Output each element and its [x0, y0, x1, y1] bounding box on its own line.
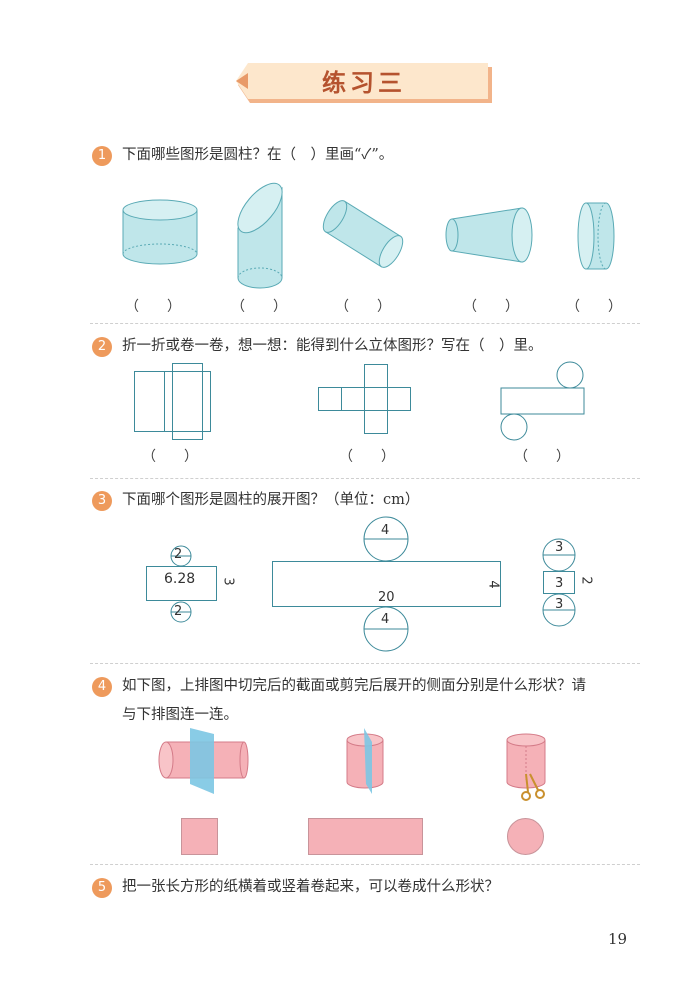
shape-circle[interactable] [507, 818, 544, 855]
page-title: 练习三 [322, 68, 406, 97]
section-divider [90, 864, 640, 865]
net-a-top-diameter: 2 [174, 547, 183, 562]
section-divider [90, 323, 640, 324]
answer-blank-1-5[interactable]: （ ） [566, 299, 622, 315]
section-divider [90, 663, 640, 664]
net-b-top-diameter: 4 [381, 523, 390, 538]
question-5-text: 把一张长方形的纸横着或竖着卷起来，可以卷成什么形状？ [122, 879, 499, 895]
figure-straight-cylinder [122, 199, 198, 265]
net-cylinder [500, 361, 585, 441]
question-4-text-line1: 如下图，上排图中切完后的截面或剪完后展开的侧面分别是什么形状？请 [122, 678, 586, 694]
figure-horizontal-cylinder-cut [158, 728, 249, 794]
net-b-height: 4 [485, 580, 501, 589]
question-2-text: 折一折或卷一卷，想一想：能得到什么立体图形？写在（ ）里。 [122, 338, 543, 354]
cylinder-net-b [272, 516, 501, 652]
net-a-height: 3 [220, 577, 236, 586]
net-b-length: 20 [378, 590, 395, 605]
net-cube [318, 364, 411, 434]
question-1-text: 下面哪些图形是圆柱？在（ ）里画“✓”。 [122, 147, 394, 163]
net-c-top-diameter: 3 [555, 540, 564, 555]
title-banner [236, 63, 492, 103]
net-c-bottom-diameter: 3 [555, 597, 564, 612]
net-a-length: 6.28 [164, 571, 196, 587]
net-c-height: 2 [578, 576, 594, 585]
figure-vertical-cylinder-cut [346, 728, 384, 794]
figure-frustum [445, 207, 533, 263]
question-number-4: 4 [92, 677, 112, 697]
question-number-3: 3 [92, 491, 112, 511]
answer-blank-1-2[interactable]: （ ） [231, 299, 287, 315]
shape-rectangle[interactable] [308, 818, 423, 855]
question-number-2: 2 [92, 337, 112, 357]
figure-tilted-cylinder [322, 200, 404, 268]
answer-blank-1-1[interactable]: （ ） [125, 299, 181, 315]
net-c-length: 3 [555, 576, 564, 591]
answer-blank-1-4[interactable]: （ ） [463, 299, 519, 315]
net-b-bottom-diameter: 4 [381, 612, 390, 627]
question-number-1: 1 [92, 146, 112, 166]
section-divider [90, 478, 640, 479]
figure-slanted-cylinder [237, 182, 283, 289]
answer-blank-2-1[interactable]: （ ） [142, 449, 198, 465]
figure-short-cylinder [577, 202, 615, 270]
question-4-text-line2: 与下排图连一连。 [122, 707, 238, 723]
question-3-text: 下面哪个图形是圆柱的展开图？（单位：cm） [122, 492, 420, 508]
answer-blank-2-3[interactable]: （ ） [514, 449, 570, 465]
net-a-bottom-diameter: 2 [174, 604, 183, 619]
shape-square[interactable] [181, 818, 218, 855]
page-number: 19 [608, 930, 628, 948]
answer-blank-1-3[interactable]: （ ） [335, 299, 391, 315]
question-number-5: 5 [92, 878, 112, 898]
cylinder-net-a [146, 545, 217, 623]
figure-cylinder-with-scissors [506, 733, 546, 801]
answer-blank-2-2[interactable]: （ ） [339, 449, 395, 465]
net-rectangular-prism [134, 363, 211, 440]
cylinder-net-c [542, 538, 576, 627]
